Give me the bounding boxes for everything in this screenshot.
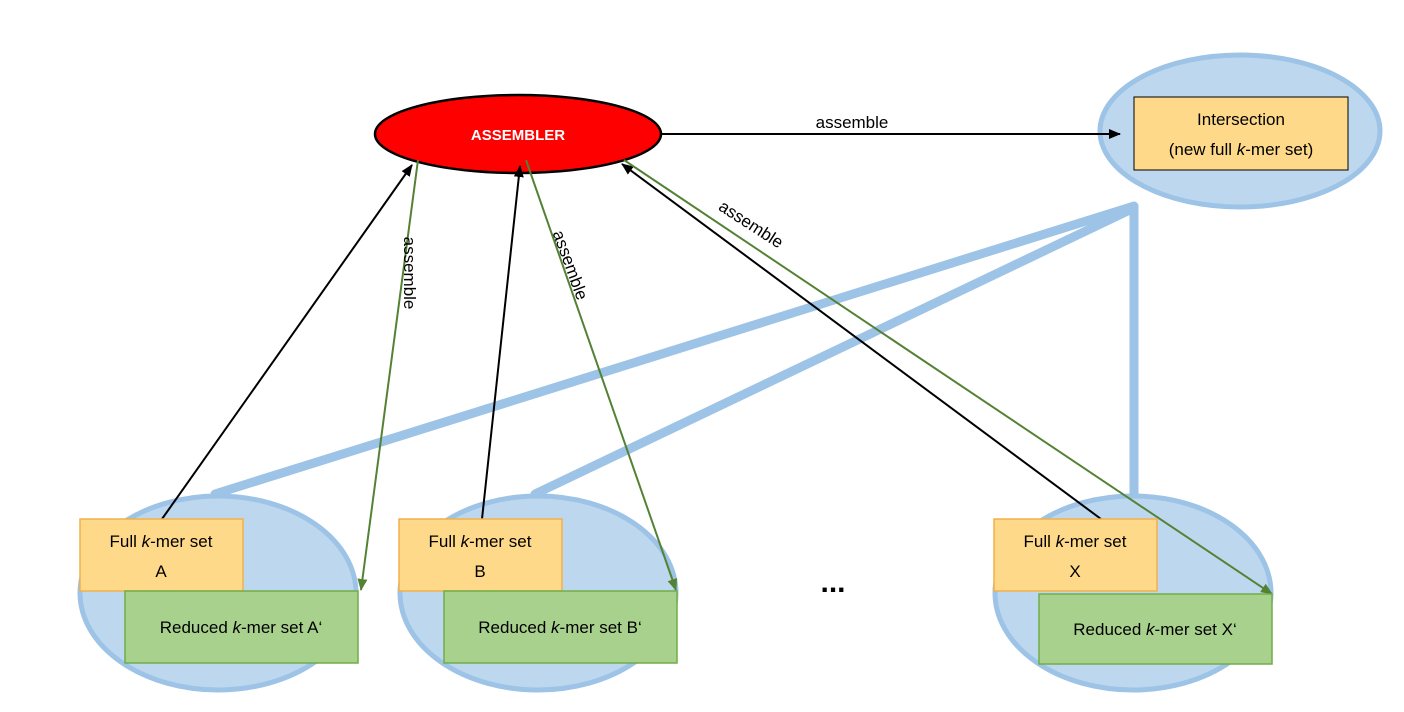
assembler-label: ASSEMBLER bbox=[471, 127, 565, 144]
full-set-label-a: Full k-mer set bbox=[110, 532, 213, 551]
arrow-full-a-assembler bbox=[161, 164, 413, 520]
full-set-label-x: Full k-mer set bbox=[1024, 532, 1127, 551]
intersection-box bbox=[1133, 96, 1349, 171]
reduced-set-box-b bbox=[443, 590, 678, 664]
connector-b-intersection bbox=[530, 203, 1139, 499]
reduced-set-label-x: Reduced k-mer set X‘ bbox=[1073, 620, 1236, 639]
full-set-id-x: X bbox=[1069, 562, 1080, 581]
reduced-set-label-b: Reduced k-mer set B‘ bbox=[478, 618, 641, 637]
intersection-label-line2: (new full k-mer set) bbox=[1169, 140, 1314, 159]
intersection-label-line1: Intersection bbox=[1197, 110, 1285, 129]
full-set-label-b: Full k-mer set bbox=[429, 532, 532, 551]
ellipsis: ... bbox=[820, 566, 845, 599]
full-set-id-a: A bbox=[155, 562, 167, 581]
arrow-assembler-reduced-x bbox=[623, 159, 1273, 595]
full-set-id-b: B bbox=[474, 562, 485, 581]
edge-label-b: assemble bbox=[549, 228, 592, 303]
reduced-set-label-a: Reduced k-mer set A‘ bbox=[160, 618, 323, 637]
edge-label-intersection: assemble bbox=[816, 113, 889, 132]
full-set-box-x bbox=[993, 518, 1158, 592]
reduced-set-box-x bbox=[1038, 593, 1273, 665]
edge-label-x: assemble bbox=[715, 197, 786, 253]
reduced-set-box-a bbox=[124, 590, 359, 664]
arrow-assembler-reduced-b bbox=[525, 159, 678, 591]
full-set-box-a bbox=[79, 518, 244, 592]
arrow-full-x-assembler bbox=[621, 163, 1102, 520]
arrow-full-b-assembler bbox=[481, 165, 524, 520]
full-set-box-b bbox=[398, 518, 563, 592]
edge-label-a: assemble bbox=[400, 237, 419, 310]
arrow-assembler-reduced-a bbox=[357, 159, 419, 591]
connector-a-intersection bbox=[210, 201, 1139, 499]
